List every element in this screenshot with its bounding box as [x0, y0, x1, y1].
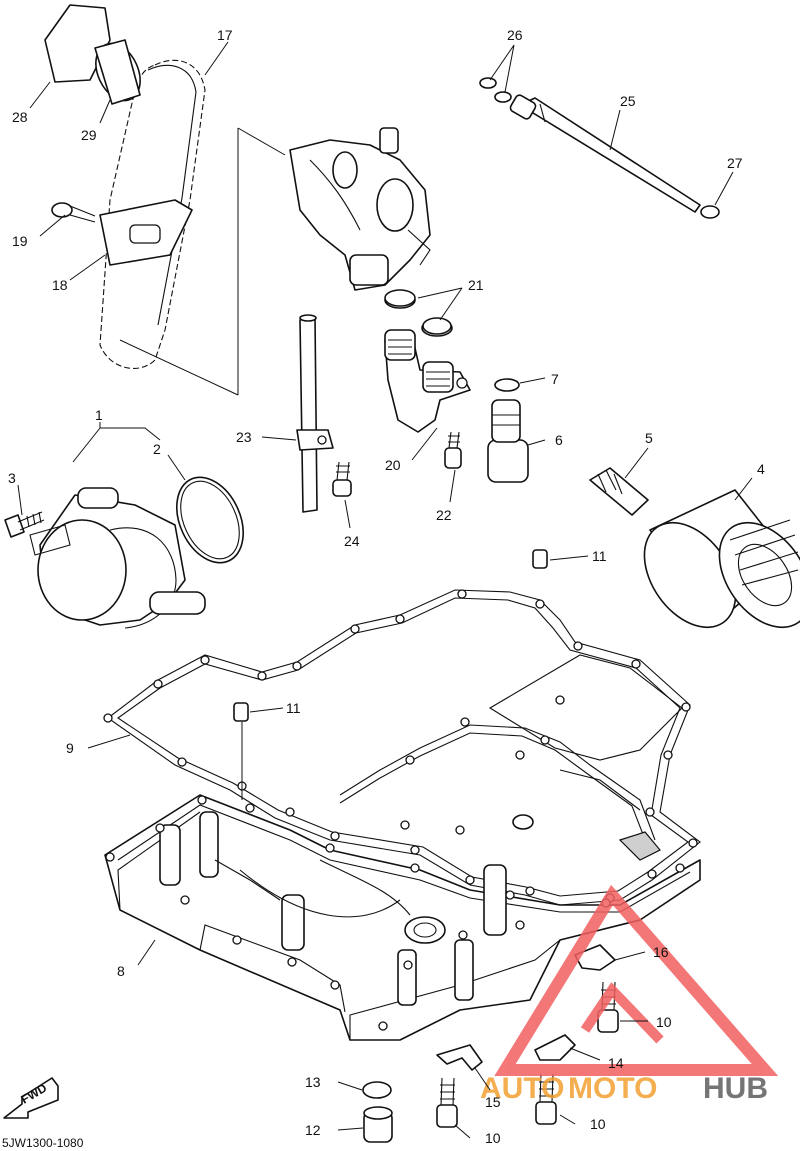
- bolt-19-drawing: [51, 202, 96, 223]
- oil-pump-drawing: [289, 127, 431, 291]
- label-11b: 11: [286, 700, 301, 716]
- label-1: 1: [95, 407, 103, 423]
- oil-filter-cover-drawing: [29, 476, 244, 629]
- label-23: 23: [236, 429, 252, 445]
- sprocket-drawing: [44, 4, 141, 105]
- label-18: 18: [52, 277, 68, 293]
- gasket-13-drawing: [362, 1081, 392, 1099]
- bolt-10b-drawing: [535, 1073, 557, 1125]
- o-ring-27-drawing: [700, 205, 720, 219]
- watermark-inner-mark: [580, 982, 664, 1044]
- label-17: 17: [217, 27, 233, 43]
- clamp-14-drawing: [534, 1034, 576, 1061]
- label-13: 13: [305, 1074, 321, 1090]
- o-ring-21b-drawing: [422, 317, 452, 335]
- clamp-16-drawing: [574, 944, 616, 971]
- label-7: 7: [551, 371, 559, 387]
- label-22: 22: [436, 507, 452, 523]
- label-10a: 10: [485, 1130, 501, 1146]
- oil-pan-drawing: [104, 794, 701, 1041]
- label-leader-lines: [17, 41, 753, 1139]
- o-ring-26b-drawing: [494, 91, 512, 103]
- label-10c: 10: [656, 1014, 672, 1030]
- label-29: 29: [81, 127, 97, 143]
- label-21: 21: [468, 277, 484, 293]
- label-4: 4: [757, 461, 765, 477]
- oil-pipe-drawing: [384, 291, 471, 433]
- oil-filter-drawing: [643, 489, 800, 629]
- drain-bolt-12-drawing: [363, 1106, 393, 1143]
- bolt-24-drawing: [332, 461, 352, 497]
- label-16: 16: [653, 944, 669, 960]
- watermark-logo: [494, 884, 779, 1076]
- label-11a: 11: [592, 548, 607, 564]
- label-12: 12: [305, 1122, 321, 1138]
- dipstick-drawing: [296, 314, 334, 513]
- dowel-11a-drawing: [532, 549, 548, 569]
- dowel-11b-drawing: [233, 702, 249, 722]
- label-8: 8: [117, 963, 125, 979]
- bolt-22-drawing: [444, 431, 462, 469]
- label-20: 20: [385, 457, 401, 473]
- part-labels: 1 2 3 4 5 6 7 8 9 10 10 10 11 11 12 13 1…: [8, 27, 765, 1146]
- union-bolt-5-drawing: [589, 467, 649, 516]
- forward-direction-arrow: [3, 1077, 59, 1119]
- label-5: 5: [645, 430, 653, 446]
- oil-pan-gasket-drawing: [107, 589, 701, 906]
- watermark-text-moto: MOTO: [568, 1072, 657, 1105]
- label-26: 26: [507, 27, 523, 43]
- diagram-code: 5JW1300-1080: [2, 1136, 84, 1150]
- watermark-triangle: [494, 884, 779, 1076]
- label-3: 3: [8, 470, 16, 486]
- assembly-leader-lines: [119, 127, 286, 396]
- clamp-15-drawing: [436, 1044, 483, 1071]
- o-ring-26a-drawing: [479, 77, 497, 89]
- label-6: 6: [555, 432, 563, 448]
- label-28: 28: [12, 109, 28, 125]
- bolt-3-drawing: [4, 511, 45, 538]
- label-2: 2: [153, 441, 161, 457]
- label-9: 9: [66, 740, 74, 756]
- shaft-25-drawing: [509, 94, 701, 213]
- o-ring-7-drawing: [494, 378, 520, 392]
- label-19: 19: [12, 233, 28, 249]
- label-10b: 10: [590, 1116, 606, 1132]
- label-15: 15: [485, 1094, 501, 1110]
- label-14: 14: [608, 1055, 624, 1071]
- label-24: 24: [344, 533, 360, 549]
- label-27: 27: [727, 155, 743, 171]
- bolt-10a-drawing: [436, 1077, 458, 1128]
- watermark-text-hub: HUB: [703, 1072, 768, 1105]
- label-25: 25: [620, 93, 636, 109]
- o-ring-21a-drawing: [384, 289, 416, 307]
- plug-6-drawing: [487, 399, 529, 483]
- watermark-text-auto: AUTO: [480, 1072, 564, 1105]
- timing-chain-drawing: [99, 59, 206, 369]
